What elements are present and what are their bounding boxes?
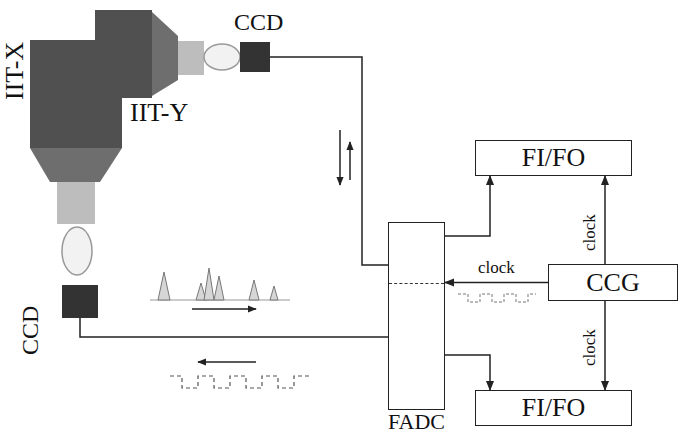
- fadc-box: FADC: [388, 222, 445, 410]
- ccd-camera: CCD: [18, 285, 100, 357]
- signal-pulses: [150, 268, 290, 300]
- flow-arrow: [198, 361, 256, 363]
- connector: [445, 355, 490, 390]
- ccg-box: CCG: [548, 264, 678, 301]
- image-intensifier-x: [30, 40, 122, 275]
- node-label: CCD: [18, 306, 42, 355]
- node-label: CCD: [234, 10, 283, 34]
- fifo-box: FI/FO: [475, 140, 632, 176]
- clock-waveform: [170, 376, 310, 388]
- ccd-chip: [240, 42, 270, 72]
- ccd-camera: CCD: [232, 8, 294, 74]
- signal-label: clock: [581, 328, 598, 367]
- ccd-chip: [62, 285, 98, 318]
- signal-label: clock: [581, 213, 598, 252]
- connector: [604, 301, 606, 390]
- connector: [445, 176, 490, 236]
- connector: [80, 318, 388, 337]
- divider-line: [389, 283, 444, 284]
- camera-name: IIT-X: [2, 42, 28, 100]
- node-label: FI/FO: [522, 395, 586, 421]
- connector: [270, 57, 388, 265]
- flow-arrow: [192, 308, 256, 310]
- camera-name: IIT-Y: [130, 100, 188, 126]
- flow-arrow: [339, 130, 341, 185]
- connector: [445, 282, 548, 284]
- node-label: FI/FO: [522, 145, 586, 171]
- connector: [604, 176, 606, 264]
- flow-arrow: [349, 142, 351, 180]
- signal-label: clock: [477, 259, 516, 276]
- clock-waveform: [458, 294, 536, 302]
- fifo-box: FI/FO: [475, 390, 632, 426]
- node-label: CCG: [586, 270, 639, 296]
- node-label: FADC: [388, 411, 445, 433]
